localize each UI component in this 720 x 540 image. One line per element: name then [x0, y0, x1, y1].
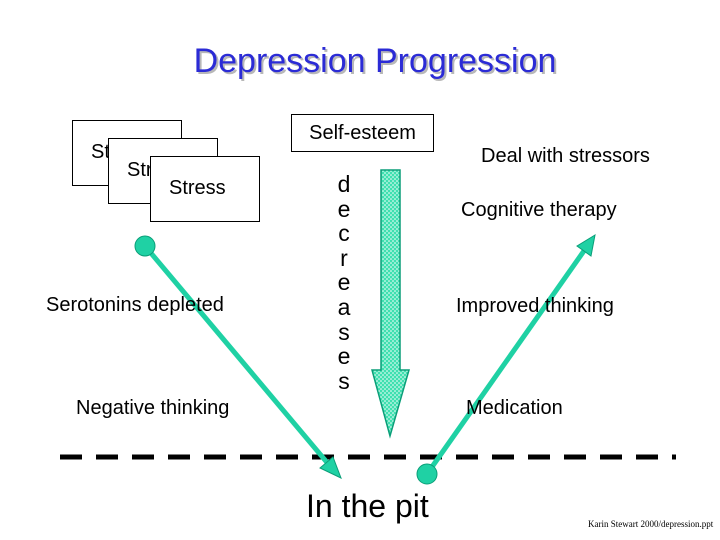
- descending-arrow-start-dot: [134, 235, 156, 257]
- decreases-letter: d: [337, 171, 351, 197]
- decreases-letter: c: [338, 220, 350, 247]
- ascending-arrow-head: [576, 233, 596, 257]
- ascending-arrow-shaft: [424, 246, 589, 476]
- self-esteem-box: Self-esteem: [291, 114, 434, 152]
- in-the-pit-label: In the pit: [306, 488, 429, 524]
- ascending-arrow-start-dot: [416, 463, 438, 485]
- deal-with-stressors-label: Deal with stressors: [481, 145, 650, 167]
- decreases-letter: r: [340, 244, 348, 271]
- descending-arrow-head: [319, 456, 342, 479]
- cognitive-therapy-label: Cognitive therapy: [461, 199, 617, 221]
- decreases-letter: s: [338, 318, 350, 345]
- decreases-letter: e: [337, 269, 351, 296]
- decreases-letter: s: [338, 367, 350, 394]
- down-arrow: [371, 169, 410, 439]
- stress-card-front: Stress: [150, 156, 260, 222]
- decreases-vertical-text: d e c r e a s e s: [326, 172, 362, 393]
- author-credit: Karin Stewart 2000/depression.ppt: [588, 519, 714, 529]
- decreases-letter: a: [337, 293, 351, 320]
- serotonins-depleted-label: Serotonins depleted: [46, 294, 224, 316]
- descending-arrow-shaft: [143, 244, 332, 468]
- stress-card-front-label: Stress: [169, 177, 226, 199]
- improved-thinking-label: Improved thinking: [456, 295, 614, 317]
- decreases-letter: e: [337, 343, 351, 370]
- medication-label: Medication: [466, 397, 563, 419]
- slide-title: Depression Progression: [193, 42, 557, 80]
- decreases-letter: e: [337, 195, 351, 222]
- self-esteem-label: Self-esteem: [309, 122, 416, 144]
- negative-thinking-label: Negative thinking: [76, 397, 230, 419]
